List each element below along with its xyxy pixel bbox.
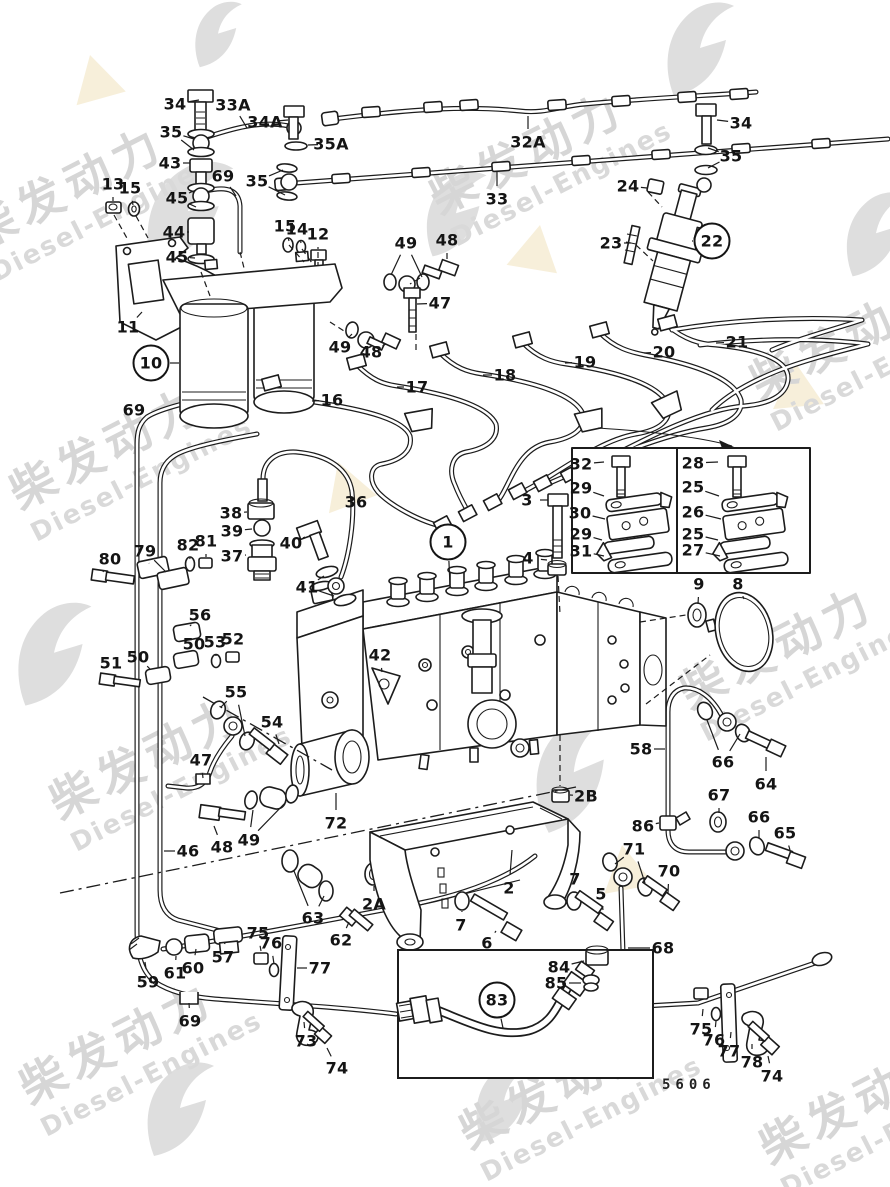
pump-hardware	[547, 493, 774, 803]
injection-pump	[296, 548, 667, 771]
feed-pump	[467, 699, 517, 749]
construction-lines	[59, 191, 711, 894]
clamp-kit-legend	[571, 447, 811, 575]
overflow-valve	[247, 478, 357, 607]
injector-stud-nut	[623, 103, 718, 266]
leak-off-rail-fittings	[273, 87, 831, 192]
strap-clamp-right	[693, 983, 781, 1063]
drive-coupling	[290, 729, 382, 886]
fuel-filter	[162, 250, 343, 429]
hose-inset-box	[395, 945, 654, 1079]
bracket-hardware	[281, 849, 615, 942]
banjo-bolt-stack	[187, 89, 308, 265]
suction-banjo	[195, 700, 299, 822]
drawing-number: 5606	[662, 1077, 716, 1093]
return-pipe-hardware	[602, 701, 833, 967]
pipe-clamps-left	[90, 555, 240, 688]
fuel-line-fittings	[128, 926, 333, 1047]
mounting-bracket	[369, 801, 581, 951]
